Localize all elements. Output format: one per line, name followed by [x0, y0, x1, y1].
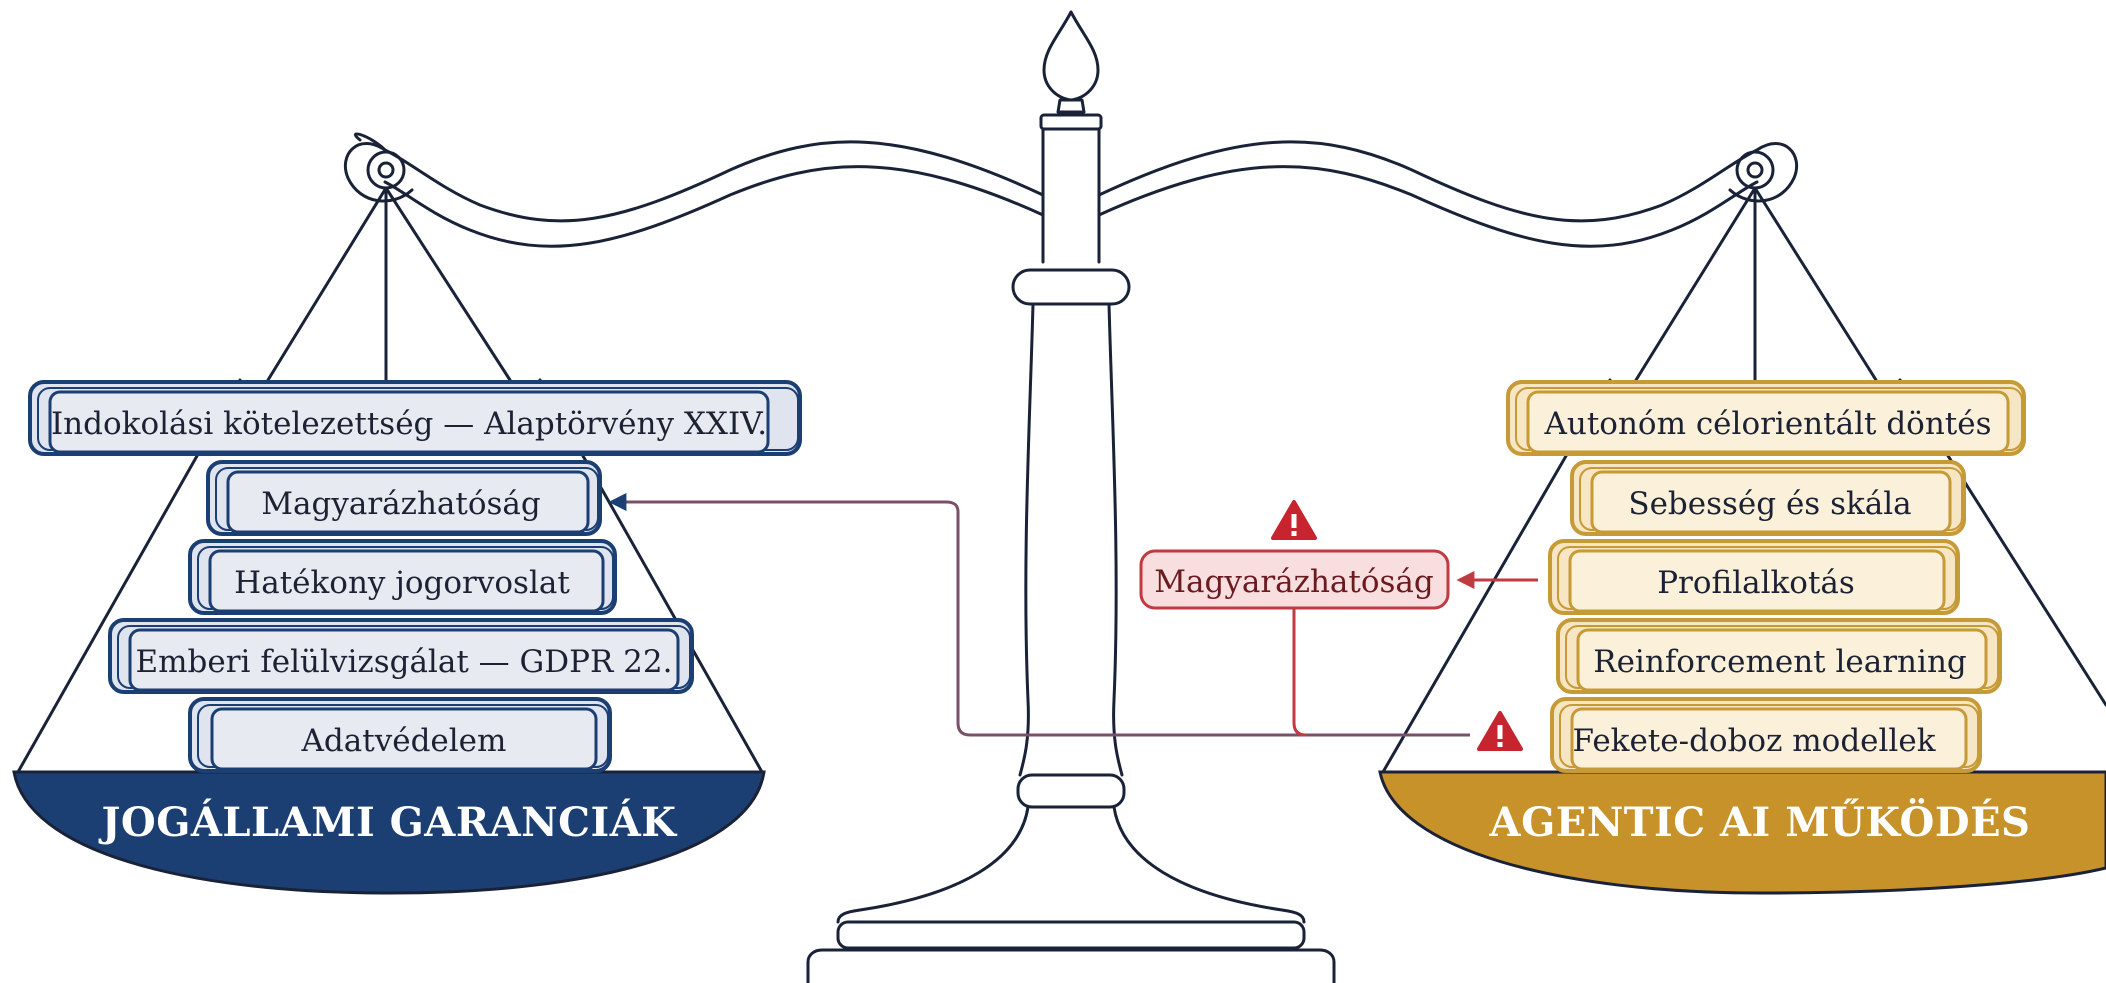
book-right-3: Profilalkotás [1548, 539, 1960, 615]
left-pan: JOGÁLLAMI GARANCIÁK [12, 770, 766, 895]
left-pan-label: JOGÁLLAMI GARANCIÁK [98, 799, 677, 846]
scale-base-flare [836, 805, 1306, 924]
right-pan-label: AGENTIC AI MŰKÖDÉS [1489, 799, 2031, 846]
scale-beam-left-inner [383, 165, 1045, 248]
scale-upper-column [1041, 127, 1101, 264]
book-right-3-label: Profilalkotás [1657, 565, 1855, 601]
connector-to-left-magyarazhatosag [608, 493, 1470, 737]
book-right-2: Sebesség és skála [1570, 460, 1966, 536]
warning-icon [1271, 500, 1317, 540]
book-left-5-label: Adatvédelem [301, 723, 507, 759]
book-left-1: Indokolási kötelezettség — Alaptörvény X… [28, 380, 802, 456]
scale-pivot-left-inner [377, 161, 395, 179]
book-right-5-label: Fekete-doboz modellek [1573, 723, 1936, 759]
book-left-5: Adatvédelem [188, 697, 612, 773]
warning-icon [1477, 711, 1523, 751]
right-pan: AGENTIC AI MŰKÖDÉS [1378, 770, 2106, 895]
conflict-box-frame [1139, 549, 1450, 610]
scale-strings-right [1634, 186, 1878, 382]
right-pan-bowl [1378, 770, 2106, 895]
book-left-2-label: Magyarázhatóság [261, 486, 541, 522]
scale-curl-left-outer [343, 142, 414, 203]
right-book-stack: Autonóm célorientált döntés Sebesség és … [1506, 380, 2026, 773]
scale-collar [1011, 268, 1131, 306]
scale-finial [1042, 10, 1100, 102]
scale-base-plate [836, 920, 1306, 950]
conflict-connectors [608, 493, 1538, 737]
book-left-3: Hatékony jogorvoslat [188, 539, 617, 615]
book-right-4-label: Reinforcement learning [1593, 644, 1967, 680]
scale-beam-left [383, 140, 1045, 223]
book-left-2: Magyarázhatóság [206, 460, 602, 536]
scale-finial-neck [1056, 98, 1086, 114]
scale-base-bottom [806, 948, 1336, 983]
book-right-5: Fekete-doboz modellek [1550, 697, 1982, 773]
scale-lower-collar [1016, 773, 1126, 809]
connector-conflict-down [1292, 608, 1307, 737]
book-right-1-label: Autonóm célorientált döntés [1543, 406, 1991, 442]
scale-cap [1039, 113, 1103, 131]
scale-beam-right-inner [1097, 165, 1759, 248]
book-left-1-label: Indokolási kötelezettség — Alaptörvény X… [51, 406, 767, 442]
scale-column [1018, 302, 1124, 777]
left-book-stack: Indokolási kötelezettség — Alaptörvény X… [28, 380, 802, 773]
scale-pivot-right-inner [1746, 161, 1764, 179]
scale-beam-right [1097, 140, 1759, 223]
conflict-box-label: Magyarázhatóság [1154, 564, 1434, 600]
left-pan-bowl [12, 770, 766, 895]
scale-structure [16, 10, 2106, 983]
scale-curl-right-outer [1728, 142, 1799, 203]
book-right-2-label: Sebesség és skála [1628, 486, 1911, 522]
conflict-box: Magyarázhatóság [1139, 549, 1450, 610]
book-left-4-label: Emberi felülvizsgálat — GDPR 22. [136, 644, 673, 680]
book-right-1: Autonóm célorientált döntés [1506, 380, 2026, 456]
book-left-3-label: Hatékony jogorvoslat [234, 565, 570, 601]
book-right-4: Reinforcement learning [1556, 618, 2002, 694]
scale-strings-left [266, 186, 512, 382]
book-left-4: Emberi felülvizsgálat — GDPR 22. [108, 618, 694, 694]
